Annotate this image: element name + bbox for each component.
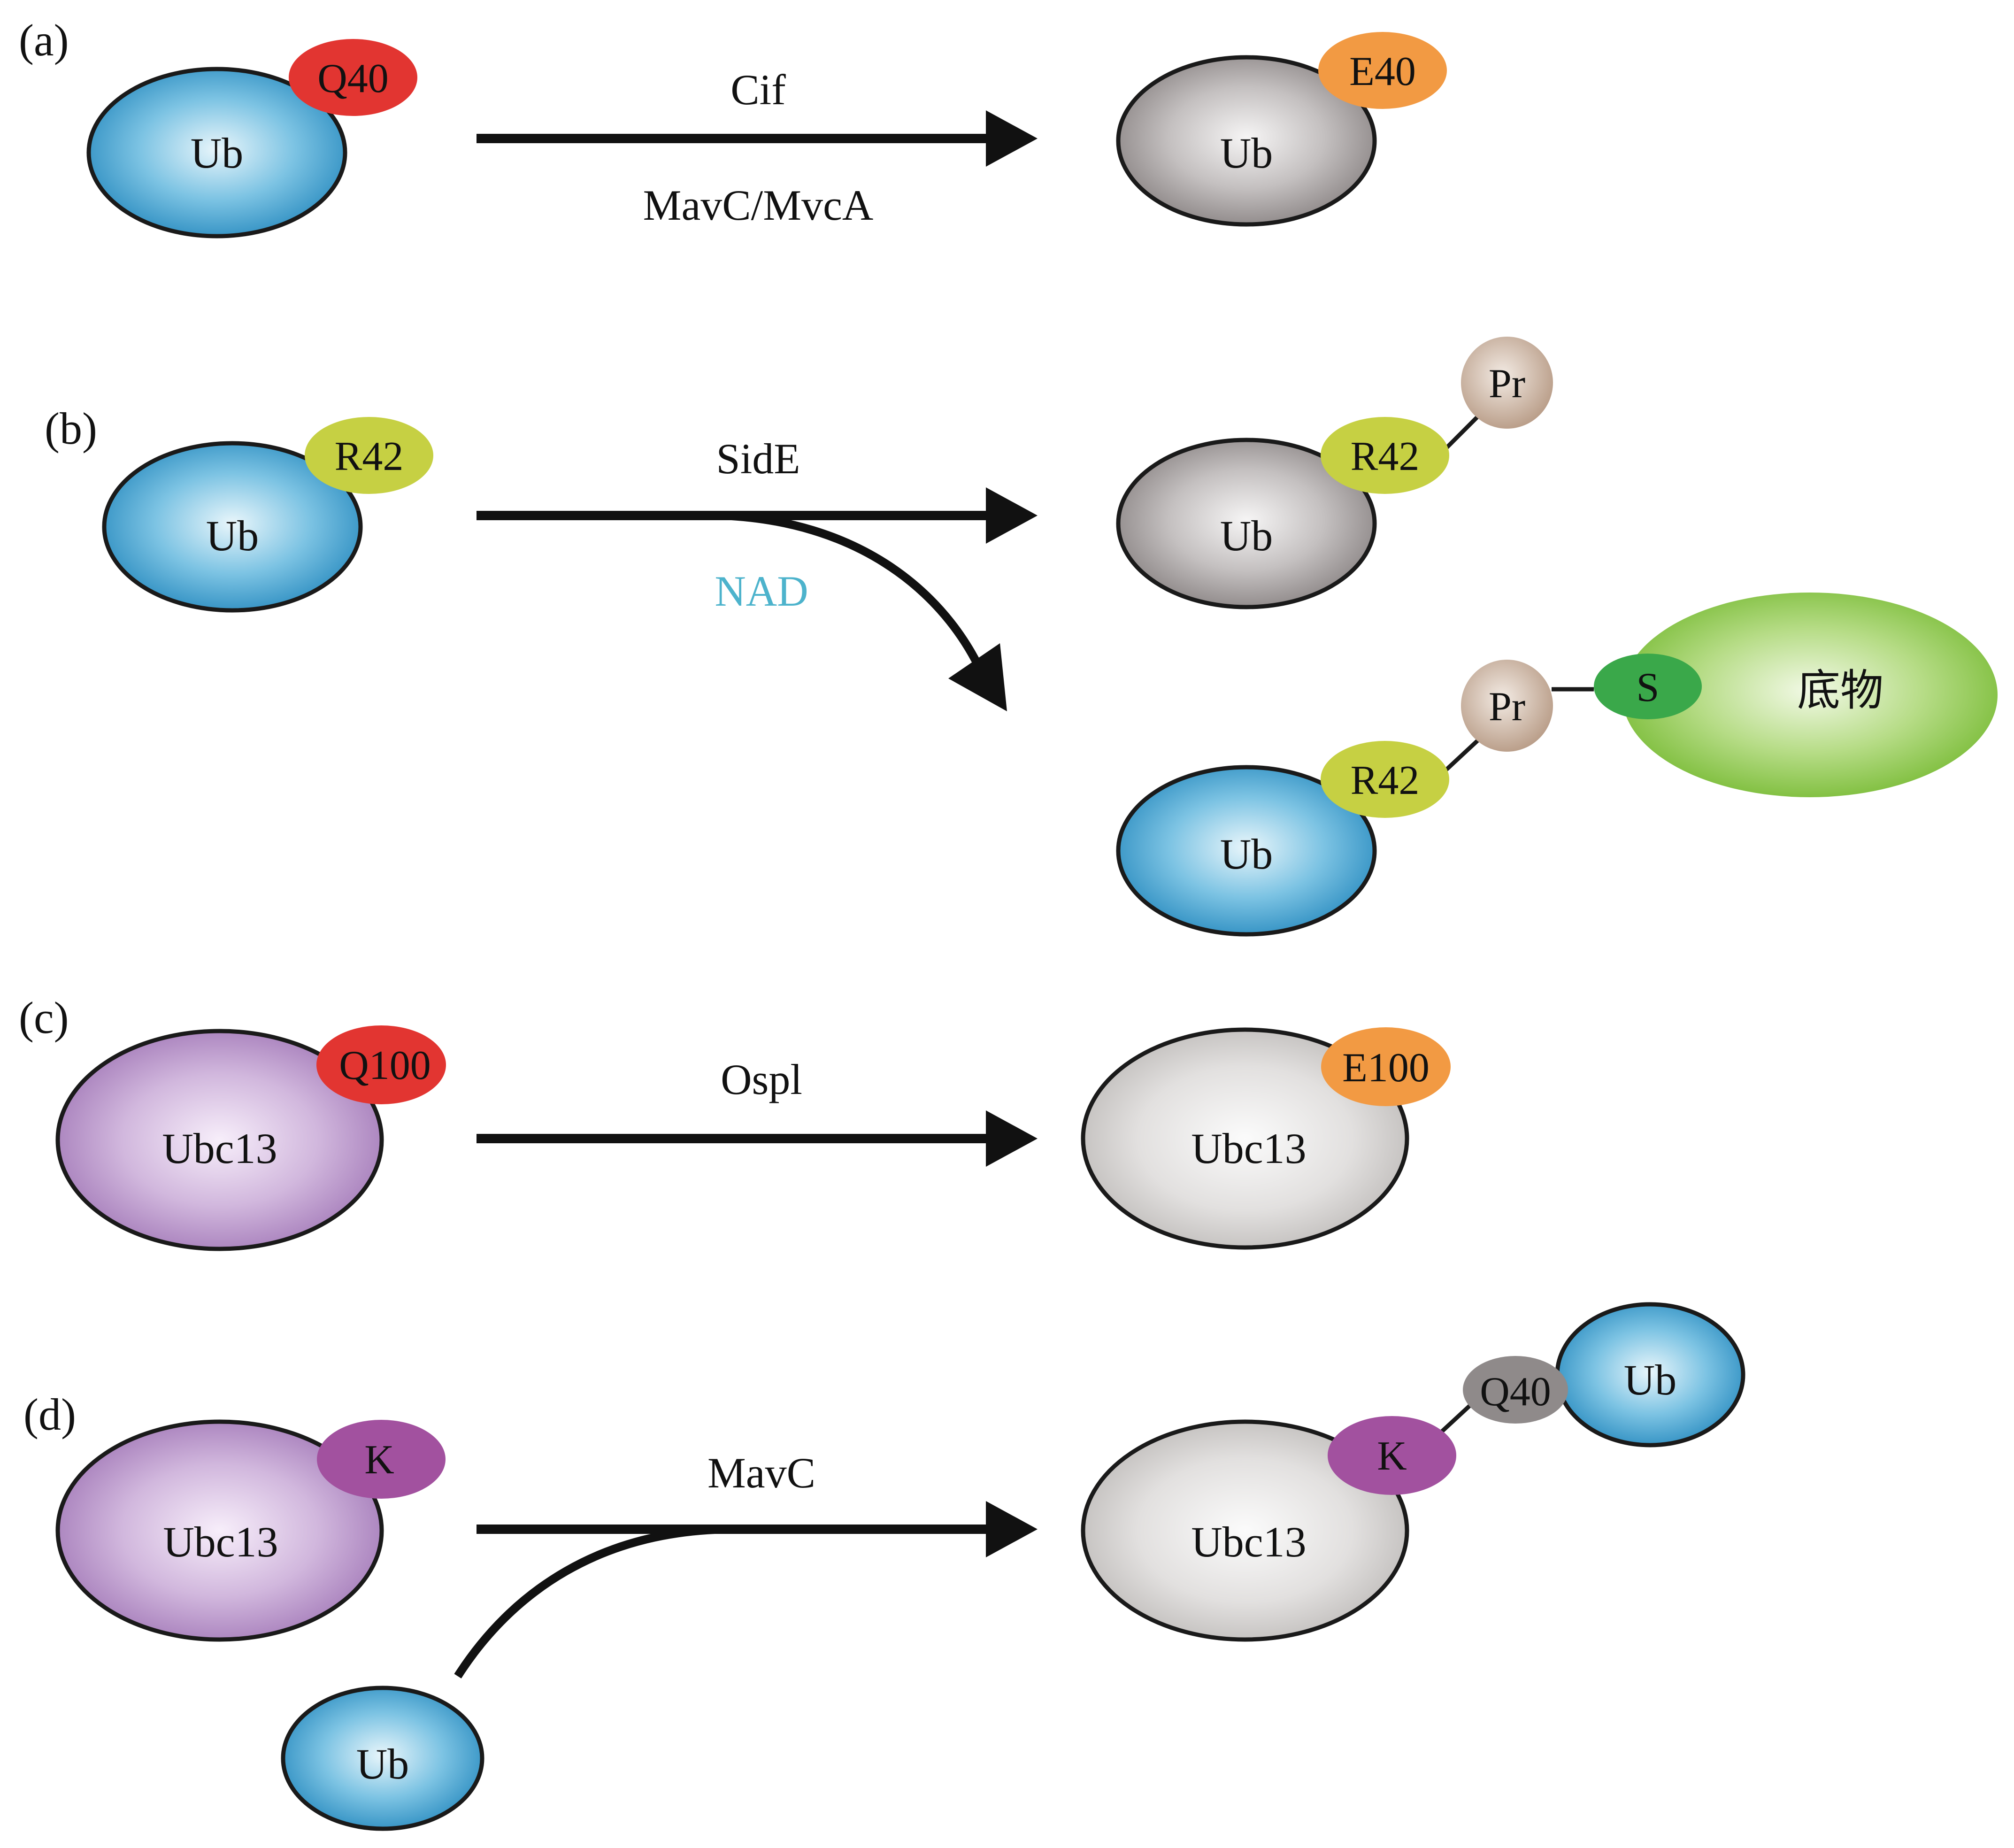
residue-k [1328,1416,1456,1495]
enzyme-label-side: SidE [716,435,800,483]
b-product-ub-substrate: 底物 S Pr Ub R42 [1116,593,1998,937]
ubc13-protein [55,1419,384,1642]
ub-label: Ub [1220,512,1273,560]
enzyme-label-mavc-mvca: MavC/MvcA [643,181,874,229]
ubc13-protein [1081,1419,1409,1642]
s-group [1594,654,1702,719]
residue-r42 [1321,741,1449,818]
residue-label: Q40 [317,56,389,101]
b-substrate-ub: Ub R42 [102,417,433,613]
c-reaction-arrow: Ospl [477,1055,1038,1167]
a-product-ub: Ub E40 [1116,32,1447,227]
d-donor-ub: Ub [281,1686,484,1831]
ub-protein [86,67,347,239]
d-product-ubc13-ub: Ub Q40 Ubc13 K [1081,1302,1745,1642]
a-substrate-ub: Ub Q40 [86,39,417,239]
panel-label-a: (a) [19,15,69,65]
ub-protein [1116,438,1377,609]
enzyme-label-ospl: Ospl [721,1055,802,1103]
residue-r42 [1321,417,1449,494]
ub-label: Ub [1220,830,1273,878]
pr-label: Pr [1489,684,1525,730]
residue-e40 [1318,32,1447,109]
pr-group [1461,660,1553,752]
panel-label-d: (d) [23,1389,76,1440]
cofactor-label-nad: NAD [715,567,808,615]
ubc13-label: Ubc13 [1191,1124,1306,1172]
residue-label: Q40 [1480,1369,1551,1415]
residue-r42 [305,417,433,494]
ubc13-protein [55,1029,384,1251]
b-product-ub-pr: Ub R42 Pr [1116,337,1553,609]
residue-q40 [289,39,417,116]
residue-label: E100 [1342,1045,1430,1091]
residue-e100 [1321,1027,1451,1106]
a-reaction-arrow: Cif MavC/MvcA [477,66,1038,229]
ubc13-label: Ubc13 [163,1518,278,1566]
residue-label: K [1377,1433,1407,1479]
residue-k [317,1420,446,1499]
c-substrate-ubc13: Ubc13 Q100 [55,1025,446,1251]
enzyme-label-cif: Cif [730,66,786,114]
ubc13-label: Ubc13 [162,1124,277,1172]
ub-protein [1116,55,1377,227]
c-product-ubc13: Ubc13 E100 [1081,1027,1451,1250]
residue-label: R42 [335,434,404,479]
d-reaction-arrows: MavC [454,1449,1038,1679]
residue-q100 [316,1025,446,1104]
residue-q40 [1463,1356,1568,1424]
residue-label: R42 [1351,758,1420,803]
residue-label: Q100 [339,1043,431,1088]
ub-protein [281,1686,484,1831]
pr-label: Pr [1489,361,1525,407]
panel-label-b: (b) [45,403,97,454]
s-label: S [1637,665,1660,710]
ub-label: Ub [191,129,243,177]
ubc13-label: Ubc13 [1191,1518,1306,1566]
ubc13-protein [1081,1027,1409,1250]
ub-label: Ub [1624,1356,1676,1404]
residue-label: K [364,1437,394,1483]
target-label: 底物 [1797,667,1883,715]
ub-label: Ub [356,1740,409,1788]
residue-label: E40 [1349,49,1416,94]
ub-protein [1116,765,1377,937]
enzyme-label-mavc: MavC [707,1449,815,1497]
panel-label-c: (c) [19,993,69,1043]
ub-protein [102,441,363,613]
pr-group [1461,337,1553,429]
d-substrate-ubc13: Ubc13 K [55,1419,446,1642]
ub-label: Ub [206,512,259,560]
target-substrate [1622,593,1998,797]
ub-label: Ub [1220,129,1273,177]
b-reaction-arrows: SidE NAD [477,435,1038,711]
residue-label: R42 [1351,434,1420,479]
